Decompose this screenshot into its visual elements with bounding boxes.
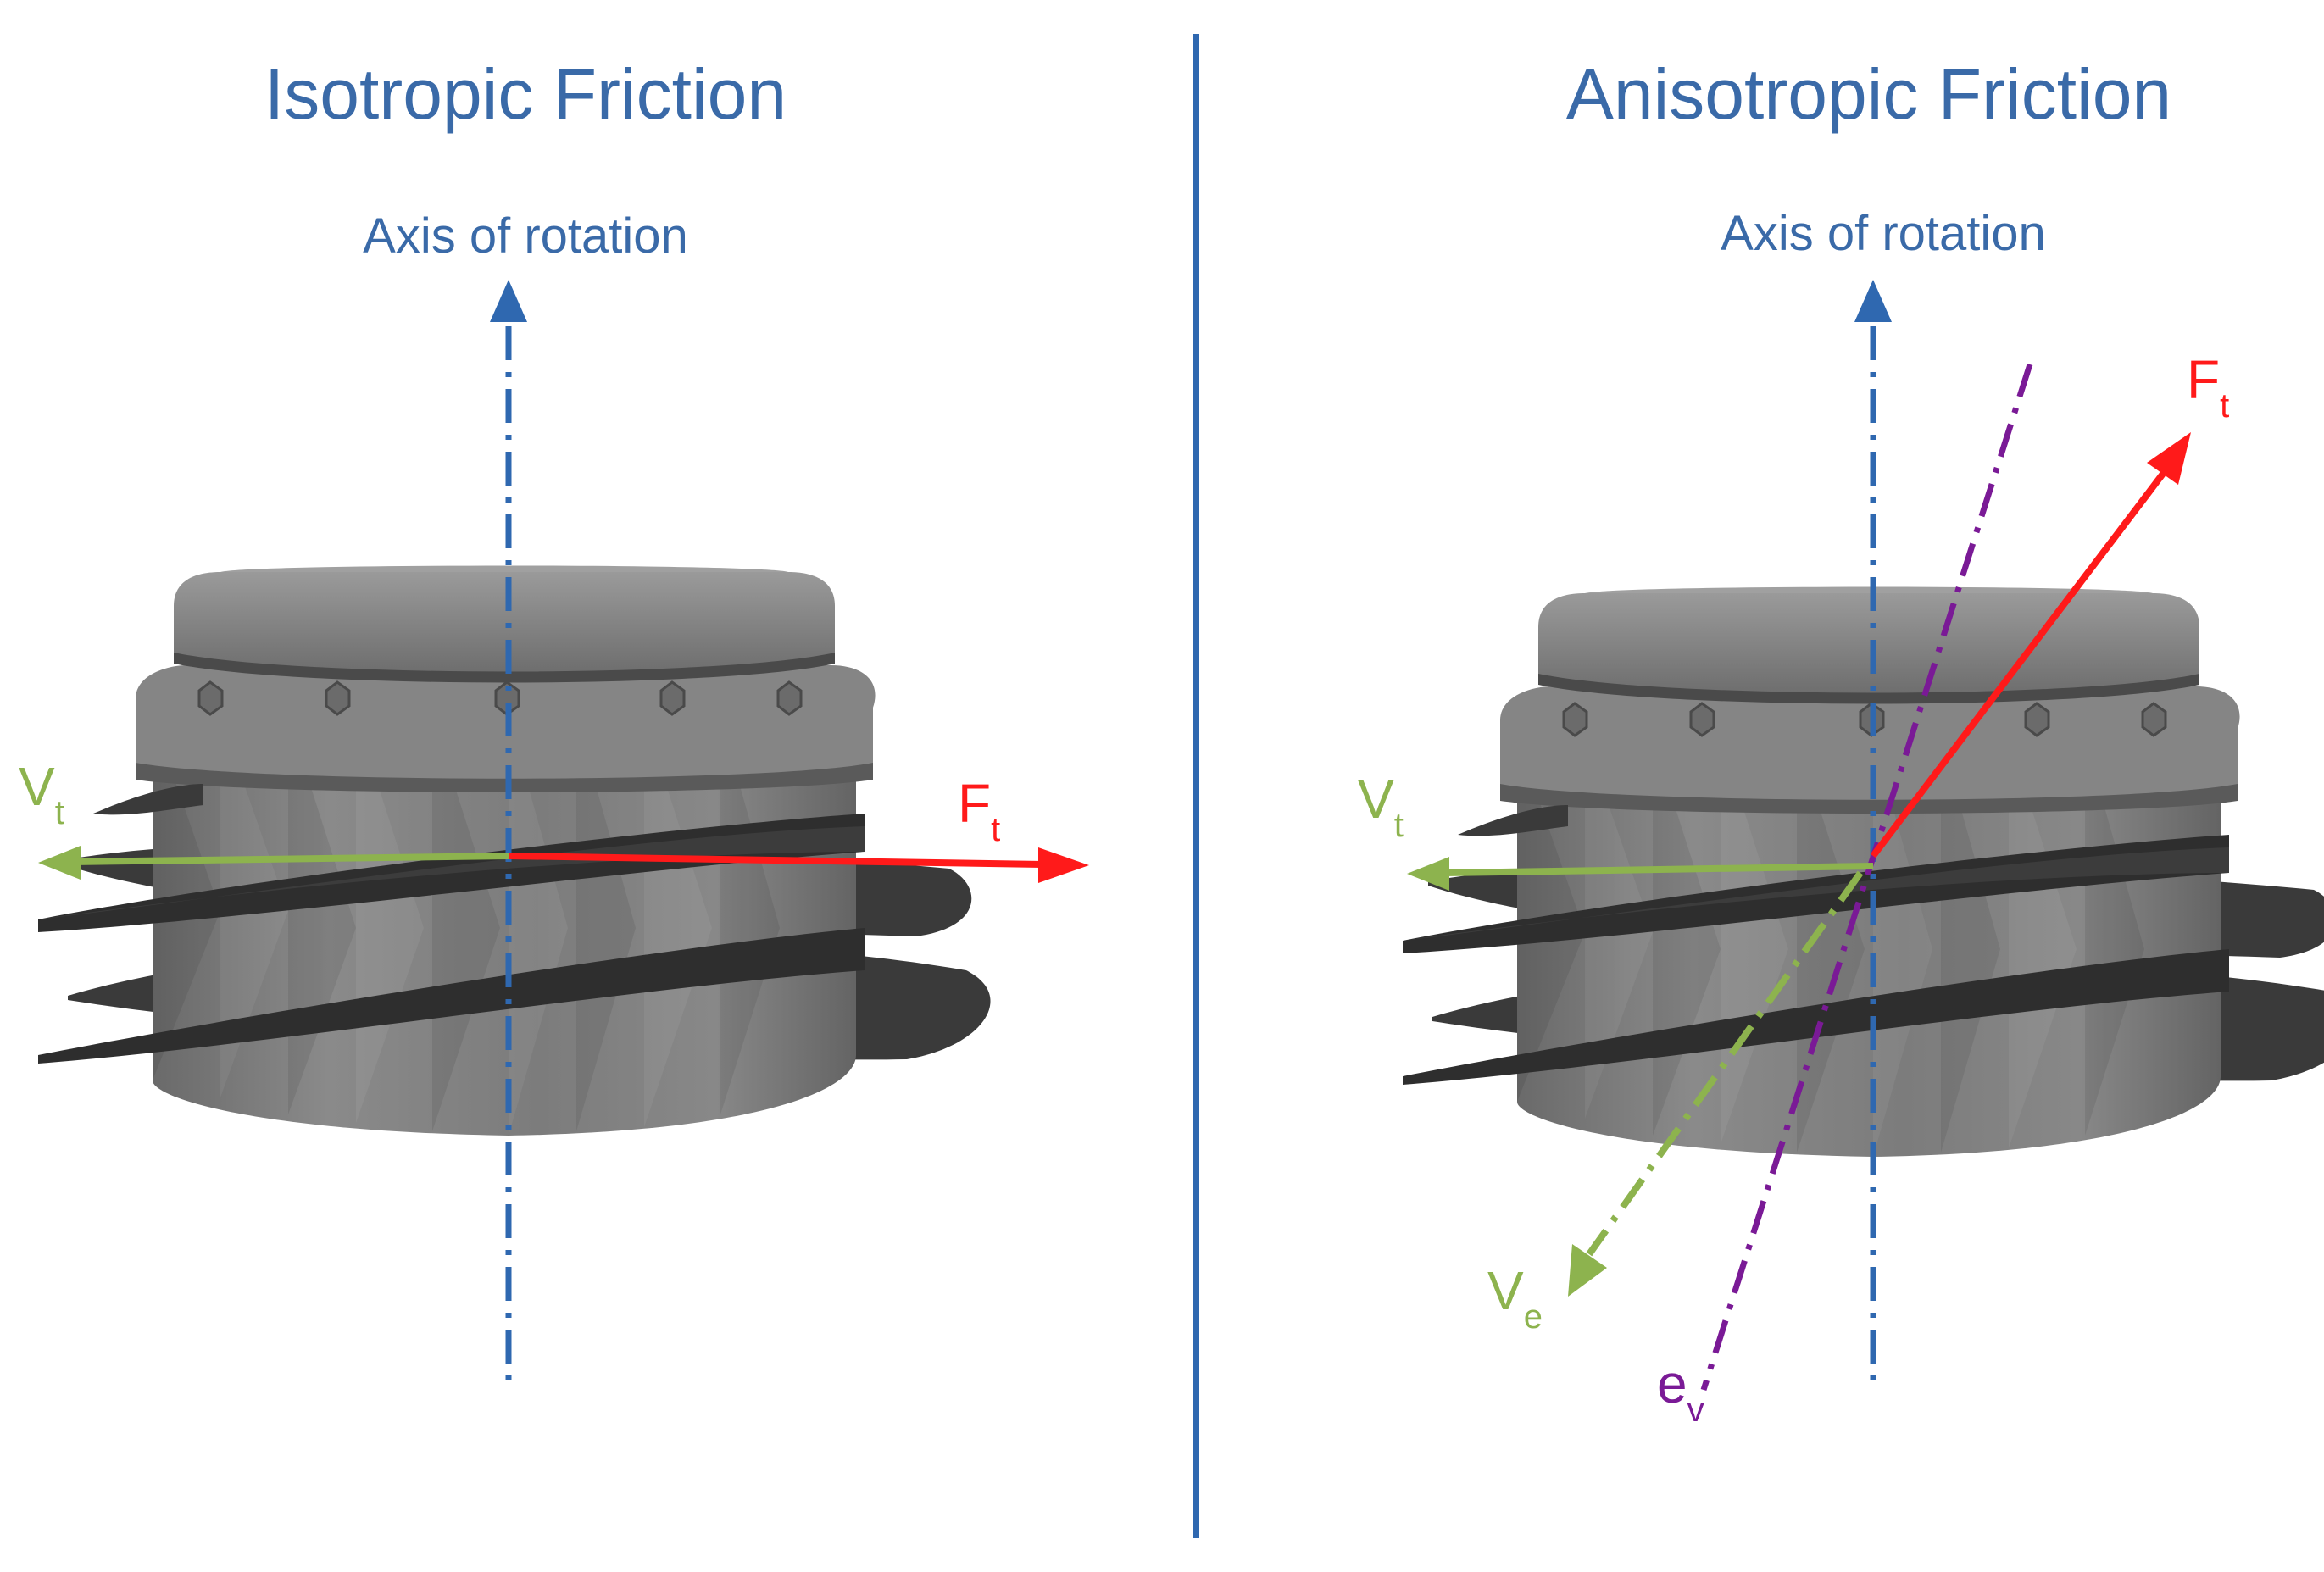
anisotropic-panel: Anisotropic Friction Axis of rotation ev… (1358, 54, 2324, 1429)
right-vt-label: Vt (1358, 769, 1404, 844)
ev-axis (1700, 363, 2033, 1391)
anisotropic-title: Anisotropic Friction (1566, 54, 2171, 134)
left-ft-vector (508, 853, 1043, 868)
right-vt-arrowhead (1407, 857, 1449, 891)
ve-label: Ve (1487, 1260, 1543, 1336)
right-axis-arrowhead (1854, 280, 1892, 322)
left-vt-arrowhead (38, 846, 81, 880)
left-vt-vector (71, 853, 511, 865)
screw-model-left (36, 564, 992, 1137)
right-ft-vector (1870, 468, 2169, 858)
left-axis-arrowhead (490, 280, 527, 322)
right-ft-arrowhead (2147, 432, 2191, 485)
ve-arrowhead (1568, 1244, 1607, 1297)
left-ft-label: Ft (958, 773, 1000, 848)
right-axis-label: Axis of rotation (1721, 206, 2046, 261)
left-axis-label: Axis of rotation (363, 208, 688, 264)
ve-vector (1586, 870, 1864, 1257)
isotropic-title: Isotropic Friction (264, 54, 787, 134)
right-vt-vector (1444, 863, 1874, 876)
right-ft-label: Ft (2187, 349, 2229, 425)
ev-label: ev (1657, 1353, 1704, 1429)
left-ft-arrowhead (1038, 847, 1089, 883)
isotropic-panel: Isotropic Friction Axis of rotation Vt F… (19, 54, 1089, 1381)
left-vt-label: Vt (19, 756, 64, 831)
